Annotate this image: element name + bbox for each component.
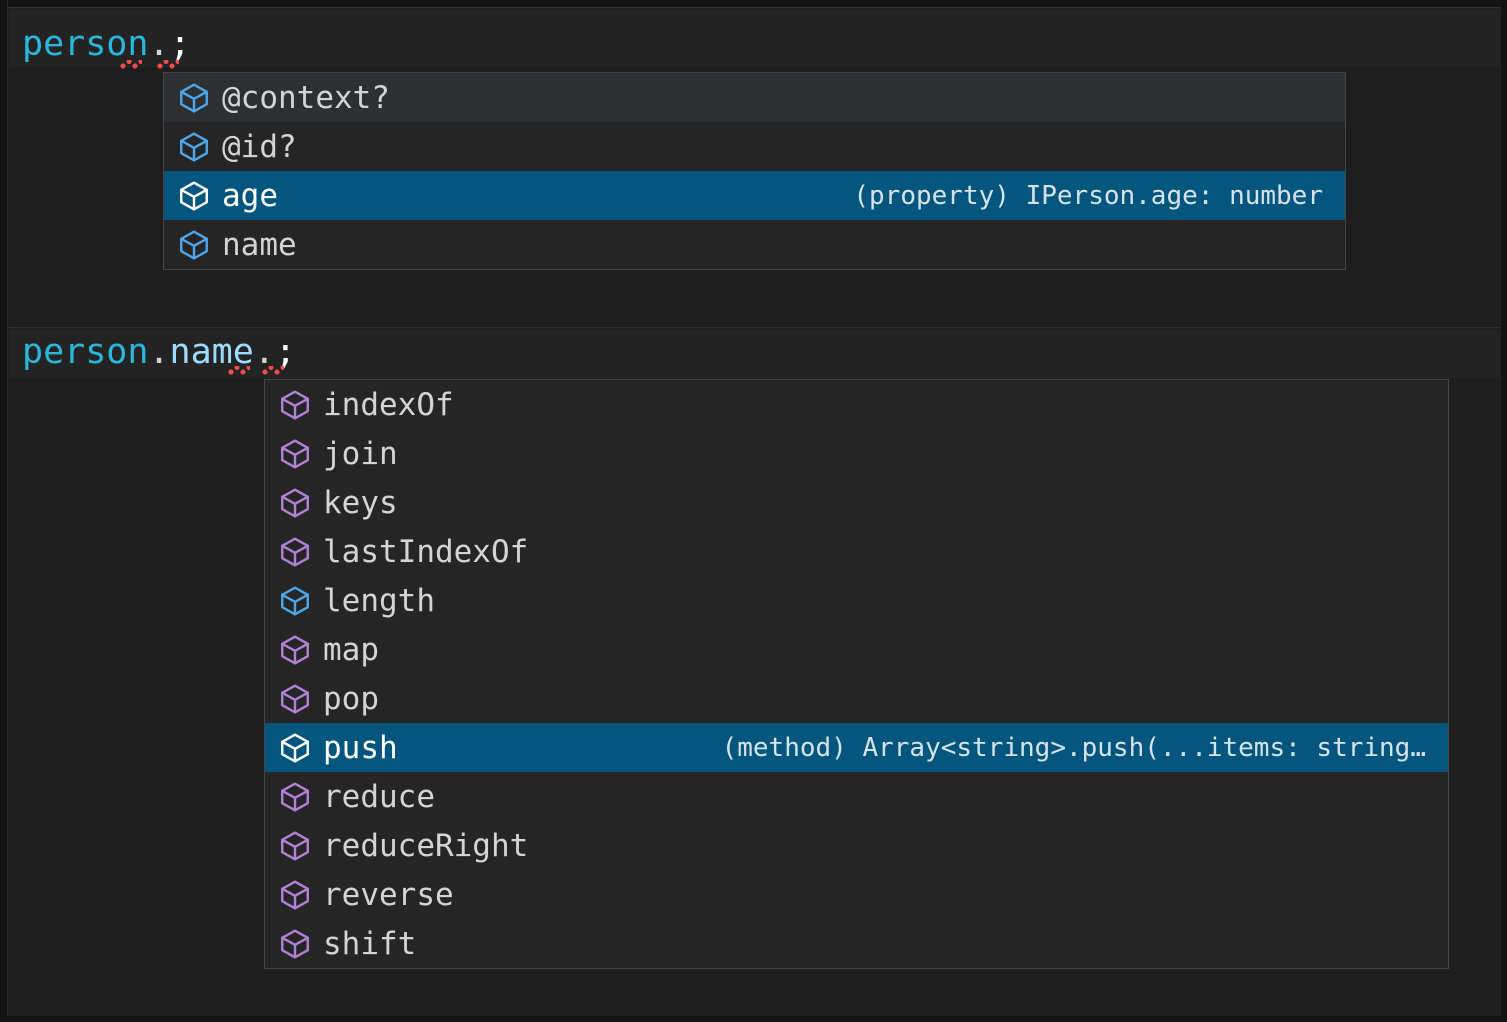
window-frame-bottom <box>0 1016 1507 1022</box>
window-frame-top <box>0 0 1507 8</box>
completion-item-label: lastIndexOf <box>323 533 529 570</box>
completion-item-label: map <box>323 631 379 668</box>
completion-item-label: @context? <box>222 79 390 116</box>
error-squiggle-line1-a <box>120 60 142 69</box>
completion-item-label: reverse <box>323 876 454 913</box>
completion-item-label: join <box>323 435 398 472</box>
cube-property-icon <box>176 227 212 263</box>
completion-item[interactable]: join <box>265 429 1448 478</box>
completion-item[interactable]: indexOf <box>265 380 1448 429</box>
cube-method-icon <box>277 730 313 766</box>
completion-item[interactable]: pop <box>265 674 1448 723</box>
code-token-dot: . <box>148 332 170 372</box>
completion-item[interactable]: @id? <box>164 122 1345 171</box>
completion-item[interactable]: push (method) Array<string>.push(...items… <box>265 723 1448 772</box>
completion-item[interactable]: @context? <box>164 73 1345 122</box>
cube-method-icon <box>277 681 313 717</box>
cube-property-icon <box>176 80 212 116</box>
completion-item-label: keys <box>323 484 398 521</box>
cube-method-icon <box>277 485 313 521</box>
cube-method-icon <box>277 779 313 815</box>
completion-item[interactable]: shift <box>265 919 1448 968</box>
completion-item[interactable]: map <box>265 625 1448 674</box>
window-frame-right <box>1501 0 1507 1022</box>
completion-item[interactable]: age (property) IPerson.age: number <box>164 171 1345 220</box>
code-line-2[interactable]: person.name.; <box>22 330 296 374</box>
completion-item-label: shift <box>323 925 417 962</box>
cube-method-icon <box>277 926 313 962</box>
completion-item-label: name <box>222 226 297 263</box>
completion-item-label: push <box>323 729 398 766</box>
completion-item-label: reduceRight <box>323 827 529 864</box>
code-line-2-band <box>9 330 1501 378</box>
completion-item-detail: (property) IPerson.age: number <box>853 181 1323 210</box>
completion-item[interactable]: length <box>265 576 1448 625</box>
code-token-punctuation: ; <box>169 24 191 64</box>
code-line-1[interactable]: person.; <box>22 22 191 66</box>
cube-property-icon <box>277 583 313 619</box>
completion-item-label: reduce <box>323 778 435 815</box>
code-token-dot: . <box>253 332 275 372</box>
completion-item-label: indexOf <box>323 386 454 423</box>
window-frame-left <box>0 0 8 1022</box>
error-squiggle-line2-a <box>228 366 250 375</box>
cube-method-icon <box>277 632 313 668</box>
completion-item-label: @id? <box>222 128 297 165</box>
cube-method-icon <box>277 534 313 570</box>
code-token-variable: person <box>22 332 149 372</box>
completion-item[interactable]: name <box>164 220 1345 269</box>
code-token-property: name <box>169 332 254 372</box>
section-divider <box>9 327 1501 328</box>
completion-item[interactable]: reduce <box>265 772 1448 821</box>
completion-item[interactable]: reduceRight <box>265 821 1448 870</box>
code-token-punctuation: ; <box>274 332 296 372</box>
error-squiggle-line2-b <box>262 366 284 375</box>
cube-property-icon <box>176 129 212 165</box>
completion-item-label: pop <box>323 680 379 717</box>
completion-item-label: length <box>323 582 435 619</box>
completion-item-detail: (method) Array<string>.push(...items: st… <box>721 733 1426 762</box>
completion-item[interactable]: lastIndexOf <box>265 527 1448 576</box>
code-line-1-band <box>9 9 1501 67</box>
completion-popup-name[interactable]: indexOf join keys lastIndexOf length map pop pu… <box>264 379 1449 969</box>
cube-method-icon <box>277 387 313 423</box>
code-token-variable: person <box>22 24 149 64</box>
completion-item[interactable]: reverse <box>265 870 1448 919</box>
completion-popup-person[interactable]: @context? @id? age (property) IPerson.age: … <box>163 72 1346 270</box>
error-squiggle-line1-b <box>157 60 179 69</box>
cube-method-icon <box>277 828 313 864</box>
code-token-dot: . <box>148 24 170 64</box>
cube-property-icon <box>176 178 212 214</box>
completion-item[interactable]: keys <box>265 478 1448 527</box>
cube-method-icon <box>277 436 313 472</box>
cube-method-icon <box>277 877 313 913</box>
completion-item-label: age <box>222 177 278 214</box>
